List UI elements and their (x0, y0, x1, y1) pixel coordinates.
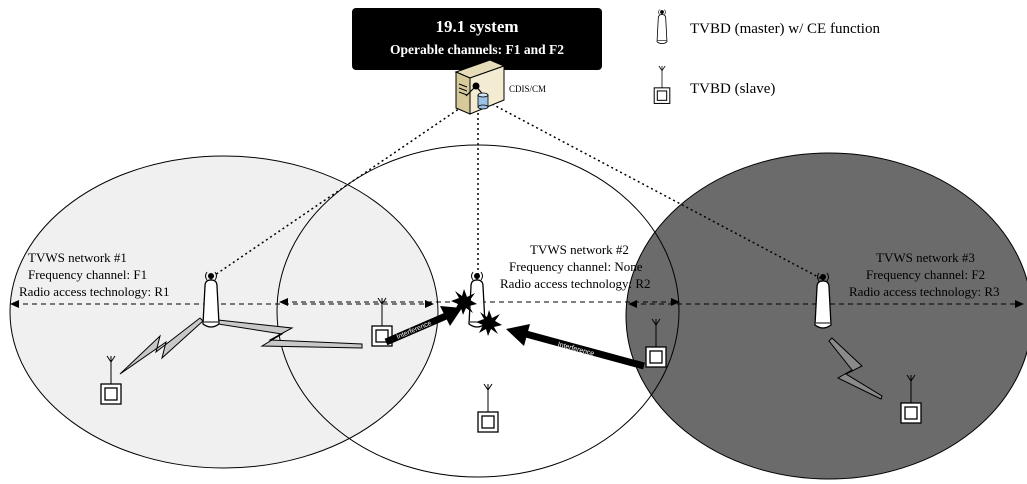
wireless-link-1-cross (217, 319, 363, 349)
network-2-rat: Radio access technology: R2 (500, 276, 651, 291)
network-2-master-icon (468, 271, 486, 328)
database-icon (477, 92, 489, 110)
network-3-name: TVWS network #3 (876, 250, 975, 265)
server-label: CDIS/CM (509, 84, 546, 94)
system-title: 19.1 system (435, 17, 518, 36)
network-1-area (9, 155, 439, 469)
network-1-rat: Radio access technology: R1 (19, 284, 170, 299)
system-subtitle: Operable channels: F1 and F2 (390, 42, 564, 57)
legend-slave-icon (653, 65, 671, 104)
interference-arrow-right: Interference (506, 324, 645, 370)
control-link-3 (491, 103, 823, 280)
network-3-rat: Radio access technology: R3 (849, 284, 1000, 299)
system-box (352, 8, 602, 70)
network-2-name: TVWS network #2 (530, 242, 629, 257)
network-3-frequency: Frequency channel: F2 (866, 267, 985, 282)
interference-label-right: Interference (557, 341, 595, 357)
network-1-range-arrow-left (10, 300, 19, 308)
network-1-frequency: Frequency channel: F1 (28, 267, 147, 282)
network-3-range-arrow-right (1015, 300, 1024, 308)
legend-master-label: TVBD (master) w/ CE function (690, 21, 880, 37)
network-2-slave-icon (477, 383, 499, 433)
legend-slave-label: TVBD (slave) (690, 81, 775, 97)
legend-master-icon (656, 9, 668, 45)
network-3-range-arrow-left (628, 300, 637, 308)
control-link-1 (211, 103, 467, 278)
wireless-link-3-slave (828, 337, 883, 400)
wireless-link-1-slave (119, 317, 204, 375)
network-2-range-arrow-left (279, 298, 288, 306)
network-1-name: TVWS network #1 (28, 250, 127, 265)
network-2-frequency: Frequency channel: None (509, 259, 643, 274)
network-2-range-arrow-right (671, 298, 680, 306)
